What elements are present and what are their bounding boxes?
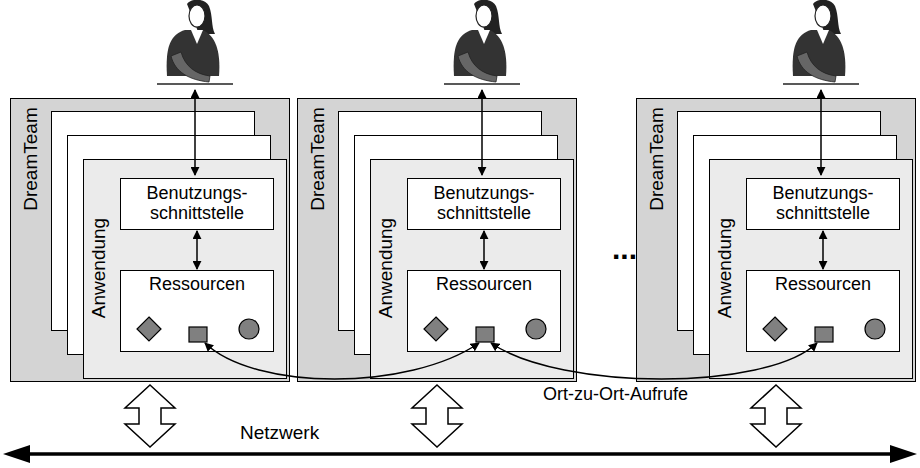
system-box: DreamTeamAnwendung Benutzungs- schnittste…	[297, 98, 577, 382]
ui-label: Benutzungs- schnittstelle	[414, 183, 554, 223]
ui-box: Benutzungs- schnittstelle	[746, 178, 900, 230]
square-shape	[815, 327, 833, 342]
resource-box: Ressourcen	[746, 270, 900, 352]
user-arrow	[194, 90, 196, 175]
call-arrow	[491, 343, 817, 379]
resource-label: Ressourcen	[753, 274, 893, 294]
diamond-shape	[763, 317, 787, 341]
user-figure	[444, 0, 520, 84]
edge-label: Ort-zu-Ort-Aufrufe	[540, 384, 691, 405]
ui-box: Benutzungs- schnittstelle	[120, 178, 274, 230]
application-box: Anwendung Benutzungs- schnittstelleRessou…	[370, 159, 574, 379]
ellipsis-mark: ...	[612, 232, 637, 266]
application-name: Anwendung	[715, 218, 735, 318]
resource-label: Ressourcen	[127, 274, 267, 294]
application-box: Anwendung Benutzungs- schnittstelleRessou…	[83, 159, 287, 379]
resource-label: Ressourcen	[414, 274, 554, 294]
resource-icons	[747, 309, 899, 349]
application-name: Anwendung	[376, 218, 396, 318]
call-arrow	[822, 231, 824, 269]
system-name: DreamTeam	[647, 107, 667, 210]
resource-box: Ressourcen	[407, 270, 561, 352]
resource-icons	[408, 309, 560, 349]
ui-box: Benutzungs- schnittstelle	[407, 178, 561, 230]
diamond-shape	[424, 317, 448, 341]
application-box: Anwendung Benutzungs- schnittstelleRessou…	[709, 159, 913, 379]
resource-box: Ressourcen	[120, 270, 274, 352]
diamond-shape	[137, 317, 161, 341]
system-box: DreamTeamAnwendung Benutzungs- schnittste…	[10, 98, 290, 382]
user-arrow	[481, 90, 483, 175]
resource-icons	[121, 309, 273, 349]
circle-shape	[239, 319, 259, 339]
ui-label: Benutzungs- schnittstelle	[753, 183, 893, 223]
call-arrow	[483, 231, 485, 269]
call-arrow	[205, 343, 479, 379]
circle-shape	[526, 319, 546, 339]
network-label: Netzwerk	[240, 422, 319, 444]
call-arrow	[196, 231, 198, 269]
user-figure	[157, 0, 233, 84]
network-access-arrow	[751, 385, 801, 447]
network-access-arrow	[125, 385, 175, 447]
square-shape	[189, 327, 207, 342]
network-arrowhead	[890, 445, 917, 463]
application-name: Anwendung	[89, 218, 109, 318]
system-name: DreamTeam	[308, 107, 328, 210]
network-access-arrow	[412, 385, 462, 447]
user-figure	[783, 0, 859, 84]
user-arrow	[820, 90, 822, 175]
system-box: DreamTeamAnwendung Benutzungs- schnittste…	[636, 98, 916, 382]
ui-label: Benutzungs- schnittstelle	[127, 183, 267, 223]
network-arrowhead	[3, 445, 30, 463]
system-name: DreamTeam	[21, 107, 41, 210]
square-shape	[476, 327, 494, 342]
circle-shape	[865, 319, 885, 339]
network-line	[26, 452, 894, 456]
